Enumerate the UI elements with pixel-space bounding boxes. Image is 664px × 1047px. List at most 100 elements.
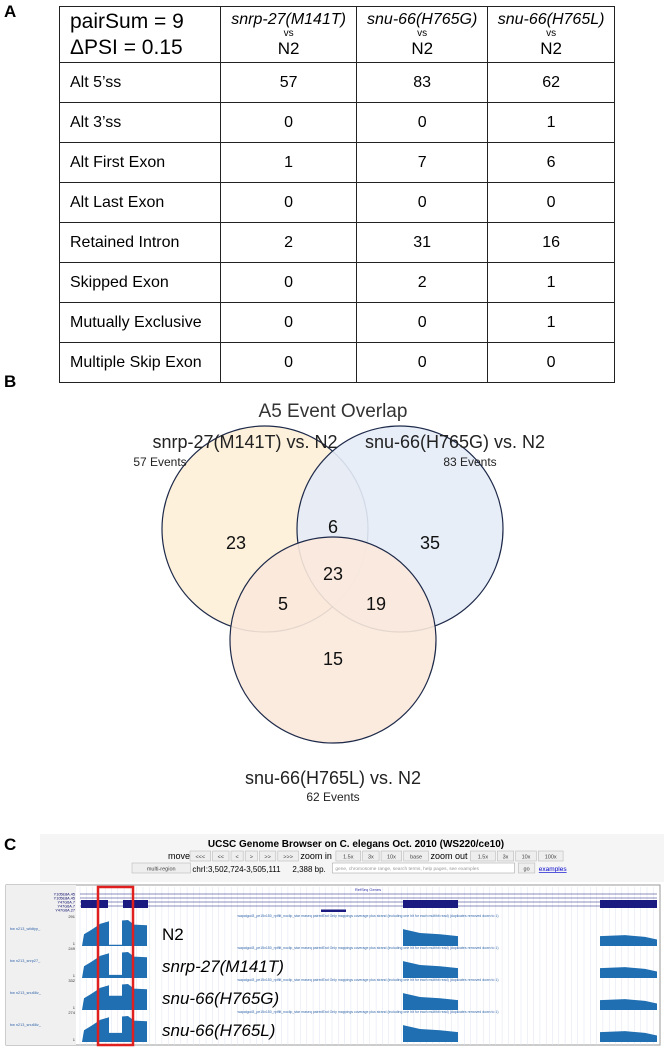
gene-name: Y105E8A.45 [54,893,75,897]
cell-value: 2 [219,222,358,263]
set-events: 62 Events [306,790,359,804]
cell-value: 0 [219,102,358,143]
browser-button[interactable] [403,850,429,862]
browser-button[interactable] [131,862,191,874]
pairsum-param: pairSum = 9 [70,9,184,33]
coverage-track [82,1016,657,1042]
browser-button[interactable] [189,850,211,862]
track-max: 274 [68,1010,75,1015]
button-label: 10x [522,855,531,861]
button-label: base [410,855,422,861]
browser-button[interactable] [362,850,380,862]
gene-name: Y47G6A.7 [57,901,75,905]
cell-value: 1 [219,142,358,183]
region-1-2-3: 23 [323,564,343,584]
cell-value: 0 [487,342,615,383]
browser-button[interactable] [515,850,537,862]
coverage-track [82,920,657,946]
button-label: 10x [387,855,396,861]
genotype: snu-66(H765L) [497,10,605,28]
exon-block [123,904,148,908]
coverage-track [82,984,657,1010]
vs: vs [417,27,428,39]
region-only3: 15 [323,649,343,669]
row-label: Alt 3’ss [59,102,221,143]
browser-button[interactable] [537,850,564,862]
cell-value: 0 [219,302,358,343]
browser-button[interactable] [470,850,496,862]
track-side-label: bw n213_snu66v_ [10,991,42,995]
exon-block [123,900,148,904]
set-name: snu-66(H765L) vs. N2 [245,768,421,788]
set-name: snu-66(H765G) vs. N2 [365,432,545,452]
row-label: Alt Last Exon [59,182,221,223]
browser-button[interactable] [244,850,258,862]
browser-button[interactable] [380,850,403,862]
exon-block [403,904,458,908]
browser-button[interactable] [230,850,244,862]
track-max: 249 [68,946,75,951]
track-labels-column [6,885,76,1045]
track-description: wapalgod3_pe15x150_rptfilt_noclip_star r… [237,978,498,982]
track-side-label: bw n213_snrp27_ [10,959,41,963]
button-label: multi-region [147,867,176,873]
region-1-2: 6 [328,517,338,537]
button-label: < [235,855,238,861]
nav-label: zoom in [300,851,332,861]
cell-value: 0 [487,182,615,223]
panel-label-a: A [4,2,17,21]
button-label: 3x [503,855,509,861]
cell-value: 57 [219,62,358,103]
genotype: snu-66(H765G) [367,10,478,28]
track-min: 1 [73,1037,76,1042]
track-min: 1 [73,973,76,978]
gene-name: Y47G6A.27 [55,909,75,913]
cell-value: 1 [487,262,615,303]
button-label: <<< [195,855,205,861]
reference: N2 [540,38,562,58]
exon-block [600,900,657,904]
reference: N2 [411,38,434,58]
cell-value: 0 [356,342,489,383]
examples-link[interactable]: examples [539,866,568,873]
nav-label: 2,388 bp. [292,865,325,874]
exon-block [403,900,458,904]
highlight-box [96,885,135,1047]
button-label: << [218,855,224,861]
browser-button[interactable] [518,862,536,874]
row-label: Alt 5’ss [59,62,221,103]
nav-label: zoom out [431,851,469,861]
cell-value: 0 [356,302,489,343]
gene-name: Y47G6A.7 [57,905,75,909]
track-description: wapalgod3_pe15x150_rptfilt_noclip_star r… [237,946,498,950]
row-label: Mutually Exclusive [59,302,221,343]
cell-value: 31 [356,222,489,263]
browser-button[interactable] [277,850,299,862]
browser-button[interactable] [259,850,277,862]
track-max: 332 [68,978,75,983]
venn-circle [229,536,437,744]
cell-value: 62 [487,62,615,103]
track-genotype-label: snu-66(H765G) [162,989,279,1008]
browser-title: UCSC Genome Browser on C. elegans Oct. 2… [208,839,504,850]
set-events: 57 Events [133,455,186,469]
browser-button[interactable] [212,850,230,862]
row-label: Multiple Skip Exon [59,342,221,383]
browser-button[interactable] [496,850,514,862]
search-input[interactable] [332,862,515,874]
cell-value: 1 [487,302,615,343]
vs: vs [546,27,557,39]
venn-title: A5 Event Overlap [259,401,408,422]
track-genotype-label: snu-66(H765L) [162,1021,275,1040]
button-label: 1.5x [343,855,354,861]
browser-button[interactable] [335,850,361,862]
